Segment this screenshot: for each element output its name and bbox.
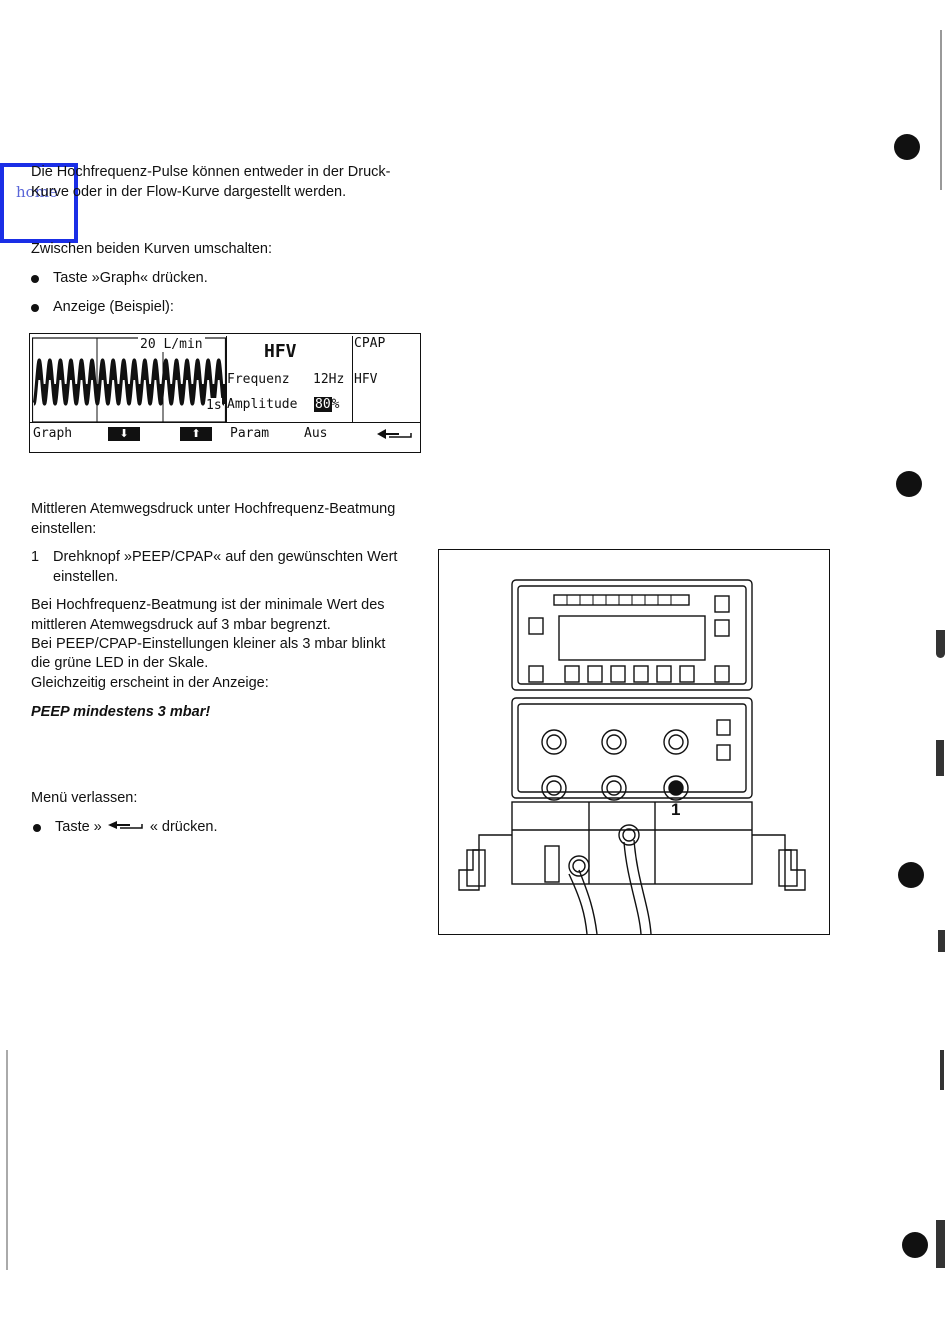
return-arrow-icon[interactable] [375, 429, 415, 443]
waveform-trough [106, 384, 110, 404]
waveform-trough [63, 384, 68, 404]
exit-before: Taste » [55, 819, 102, 835]
waveform-peak [58, 360, 63, 380]
binder-hole [896, 471, 922, 497]
warning-message: PEEP mindestens 3 mbar! [31, 704, 211, 720]
edge-mark [936, 630, 945, 658]
bullet-exit: Taste » « drücken. [33, 818, 218, 838]
waveform-peak [195, 360, 200, 380]
frequency-label: Frequenz [227, 372, 290, 387]
amplitude-field: 80% [314, 397, 339, 412]
flow-scale-label: 20 L/min [138, 337, 205, 352]
waveform-trough [158, 384, 163, 404]
arrow-up-icon[interactable]: ⬆ [180, 427, 212, 441]
arrow-down-icon[interactable]: ⬇ [108, 427, 140, 441]
edge-mark [940, 30, 942, 190]
lcd-display: 20 L/min 1s HFV Frequenz 12Hz Amplitude … [29, 333, 421, 453]
softkey-param[interactable]: Param [230, 426, 270, 441]
frequency-value: 12Hz [313, 372, 345, 387]
waveform-trough [42, 384, 47, 404]
step-1-number: 1 [31, 549, 40, 565]
waveform-peak [37, 360, 42, 380]
softkey-graph[interactable]: Graph [33, 426, 73, 441]
waveform-peak [69, 360, 73, 380]
waveform-graph [32, 337, 227, 423]
waveform-trough [127, 384, 131, 404]
amplitude-unit: % [331, 397, 340, 412]
mode-hfv: HFV [354, 372, 378, 387]
waveform-trough [137, 384, 142, 404]
waveform-trough [222, 384, 226, 404]
waveform-peak [132, 360, 137, 380]
step-1: 1 Drehknopf »PEEP/CPAP« auf den gewünsch… [31, 548, 398, 568]
waveform-peak [206, 360, 210, 380]
waveform-peak [79, 360, 84, 380]
mode-title: HFV [264, 341, 297, 362]
waveform-peak [185, 360, 189, 380]
device-illustration: 1 [438, 549, 830, 935]
ventilator-drawing [458, 579, 806, 935]
edge-mark [936, 740, 944, 776]
waveform-trough [95, 384, 100, 404]
exit-after: « drücken. [149, 819, 218, 835]
time-scale-label: 1s [206, 398, 222, 413]
lcd-divider-h [30, 422, 420, 424]
waveform-peak [90, 360, 94, 380]
waveform-trough [179, 384, 184, 404]
binder-hole [902, 1232, 928, 1258]
mode-cpap: CPAP [354, 336, 386, 351]
softkey-aus[interactable]: Aus [304, 426, 328, 441]
waveform-trough [201, 384, 205, 404]
bullet-display: Anzeige (Beispiel): [31, 298, 174, 318]
waveform-trough [74, 384, 79, 404]
waveform-peak [164, 360, 168, 380]
callout-number: 1 [671, 800, 681, 819]
lcd-divider-2 [352, 336, 354, 422]
exit-heading: Menü verlassen: [31, 790, 138, 806]
return-arrow-icon [107, 821, 143, 830]
edge-mark [6, 1050, 8, 1270]
waveform-peak [111, 360, 115, 380]
waveform-peak [48, 360, 52, 380]
step-1-line-1: Drehknopf »PEEP/CPAP« auf den gewünschte… [53, 549, 398, 565]
waveform-peak [100, 360, 105, 380]
waveform-peak [216, 360, 221, 380]
pressure-heading-1: Mittleren Atemwegsdruck unter Hochfreque… [31, 501, 396, 517]
home-link[interactable]: home [0, 163, 78, 243]
edge-mark [936, 1220, 945, 1268]
lcd-divider-1 [226, 336, 228, 422]
amplitude-value: 80 [314, 397, 332, 412]
edge-mark [938, 930, 945, 952]
bullet-graph: Taste »Graph« drücken. [31, 269, 208, 289]
waveform-trough [148, 384, 152, 404]
waveform-trough [84, 384, 89, 404]
note-line-3: Bei PEEP/CPAP-Einstellungen kleiner als … [31, 636, 386, 652]
waveform-trough [190, 384, 195, 404]
home-link-label: home [16, 183, 58, 201]
note-line-5: Gleichzeitig erscheint in der Anzeige: [31, 675, 269, 691]
intro-line-1: Die Hochfrequenz-Pulse können entweder i… [31, 164, 391, 180]
note-line-2: mittleren Atemwegsdruck auf 3 mbar begre… [31, 617, 331, 633]
note-line-1: Bei Hochfrequenz-Beatmung ist der minima… [31, 597, 385, 613]
waveform-peak [174, 360, 179, 380]
waveform-trough [211, 384, 216, 404]
waveform-trough [53, 384, 57, 404]
binder-hole [894, 134, 920, 160]
switch-heading: Zwischen beiden Kurven umschalten: [31, 241, 272, 257]
edge-mark [940, 1050, 944, 1090]
waveform-trough [169, 384, 174, 404]
note-line-4: die grüne LED in der Skale. [31, 655, 209, 671]
binder-hole [898, 862, 924, 888]
waveform-peak [153, 360, 158, 380]
waveform-peak [121, 360, 126, 380]
waveform-trough [116, 384, 121, 404]
step-1-line-2: einstellen. [53, 569, 119, 585]
intro-line-2: Kurve oder in der Flow-Kurve dargestellt… [31, 184, 347, 200]
hfv-waveform [32, 358, 226, 406]
amplitude-label: Amplitude [227, 397, 298, 412]
waveform-peak [143, 360, 147, 380]
pressure-heading-2: einstellen: [31, 521, 97, 537]
